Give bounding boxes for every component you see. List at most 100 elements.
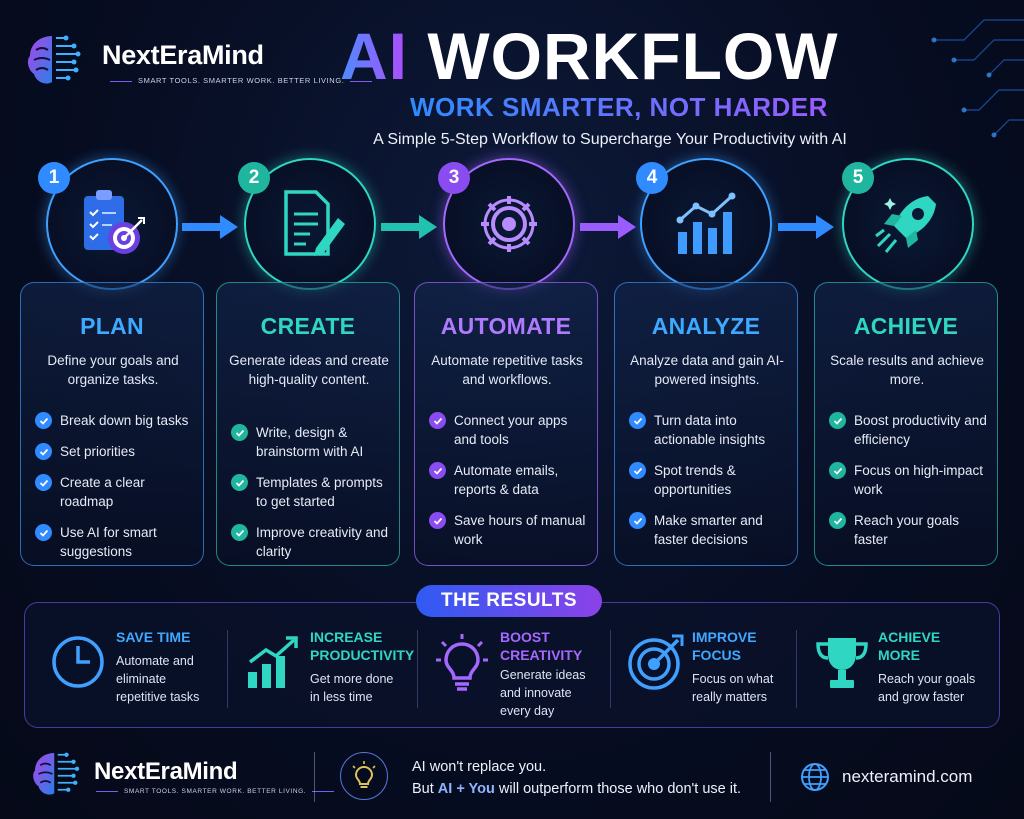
check-icon: [231, 474, 248, 491]
divider: [770, 752, 771, 802]
step-4-number: 4: [636, 162, 668, 194]
step-card-plan: PLAN Define your goals and organize task…: [20, 282, 204, 566]
circuit-decoration-icon: [931, 19, 1024, 138]
check-icon: [231, 424, 248, 441]
step-1-number: 1: [38, 162, 70, 194]
divider: [227, 630, 228, 708]
list-item: Spot trends & opportunities: [629, 461, 793, 499]
bar-chart-icon: [676, 192, 736, 254]
brand-name: NextEraMind: [102, 40, 264, 70]
page-subtitle: WORK SMARTER, NOT HARDER: [410, 92, 830, 123]
divider: [796, 630, 797, 708]
gear-icon: [481, 196, 537, 252]
list-item: Break down big tasks: [35, 411, 199, 430]
brand-tagline: SMART TOOLS. SMARTER WORK. BETTER LIVING…: [90, 788, 340, 795]
card-description: Scale results and achieve more.: [830, 353, 984, 387]
step-5-number: 5: [842, 162, 874, 194]
list-item: Templates & prompts to get started: [231, 473, 395, 511]
result-title: INCREASE PRODUCTIVITY: [310, 629, 415, 663]
check-icon: [35, 524, 52, 541]
growth-chart-icon: [248, 636, 298, 688]
quote-highlight: AI + You: [437, 781, 495, 797]
step-3-circle: [443, 158, 575, 290]
result-achieve-more: ACHIEVE MORE Reach your goals and grow f…: [812, 624, 992, 720]
list-item: Boost productivity and efficiency: [829, 411, 993, 449]
divider: [417, 630, 418, 708]
clock-icon: [52, 636, 104, 688]
check-icon: [829, 512, 846, 529]
divider: [314, 752, 315, 802]
trophy-icon: [816, 638, 868, 688]
result-improve-focus: IMPROVE FOCUS Focus on what really matte…: [626, 624, 796, 720]
result-description: Get more done in less time: [310, 672, 394, 704]
check-icon: [35, 443, 52, 460]
website-link[interactable]: nexteramind.com: [842, 767, 973, 786]
check-icon: [429, 412, 446, 429]
check-icon: [829, 412, 846, 429]
brand-tagline: SMART TOOLS. SMARTER WORK. BETTER LIVING…: [104, 76, 378, 85]
step-3-number: 3: [438, 162, 470, 194]
card-description: Define your goals and organize tasks.: [47, 353, 179, 387]
result-save-time: SAVE TIME Automate and eliminate repetit…: [50, 624, 226, 720]
brain-circuit-icon: [33, 752, 80, 795]
arrow-right-icon: [182, 215, 238, 239]
result-description: Generate ideas and innovate every day: [500, 668, 586, 718]
results-label: THE RESULTS: [416, 585, 602, 617]
step-card-achieve: ACHIEVE Scale results and achieve more. …: [814, 282, 998, 566]
title-ai: AI: [340, 19, 408, 93]
list-item: Create a clear roadmap: [35, 473, 199, 511]
list-item: Make smarter and faster decisions: [629, 511, 793, 549]
list-item: Connect your apps and tools: [429, 411, 593, 449]
check-icon: [829, 462, 846, 479]
check-icon: [231, 524, 248, 541]
lightbulb-icon: [436, 634, 488, 691]
card-description: Automate repetitive tasks and workflows.: [431, 353, 583, 387]
check-icon: [629, 412, 646, 429]
result-title: ACHIEVE MORE: [878, 629, 941, 663]
list-item: Use AI for smart suggestions: [35, 523, 199, 561]
footer-quote-line2: But AI + You will outperform those who d…: [412, 781, 742, 797]
list-item: Turn data into actionable insights: [629, 411, 793, 449]
footer-bulb-badge: [340, 752, 388, 800]
footer-brand-logo: NextEraMind SMART TOOLS. SMARTER WORK. B…: [28, 746, 306, 806]
result-description: Focus on what really matters: [692, 672, 774, 704]
check-icon: [429, 512, 446, 529]
step-card-analyze: ANALYZE Analyze data and gain AI-powered…: [614, 282, 798, 566]
card-title: ACHIEVE: [853, 313, 959, 339]
list-item: Write, design & brainstorm with AI: [231, 423, 395, 461]
title-workflow: WORKFLOW: [427, 19, 839, 93]
arrow-right-icon: [580, 215, 636, 239]
check-icon: [629, 512, 646, 529]
result-title: IMPROVE FOCUS: [692, 629, 757, 663]
check-icon: [429, 462, 446, 479]
rocket-icon: [875, 196, 936, 253]
footer-quote-line1: AI won't replace you.: [412, 759, 547, 775]
card-title: PLAN: [80, 313, 144, 339]
brand-name: NextEraMind: [94, 758, 238, 785]
result-boost-creativity: BOOST CREATIVITY Generate ideas and inno…: [434, 624, 610, 720]
card-title: AUTOMATE: [440, 313, 572, 339]
result-title: BOOST CREATIVITY: [500, 629, 583, 663]
list-item: Save hours of manual work: [429, 511, 593, 549]
globe-icon: [801, 763, 829, 791]
brain-circuit-icon: [27, 35, 81, 84]
arrow-right-icon: [778, 215, 834, 239]
check-icon: [35, 412, 52, 429]
result-description: Reach your goals and grow faster: [878, 672, 976, 704]
card-title: CREATE: [260, 313, 356, 339]
step-5-circle: [842, 158, 974, 290]
list-item: Improve creativity and clarity: [231, 523, 395, 561]
document-pen-icon: [284, 190, 345, 256]
card-description: Analyze data and gain AI-powered insight…: [630, 353, 784, 387]
step-card-create: CREATE Generate ideas and create high-qu…: [216, 282, 400, 566]
card-title: ANALYZE: [651, 313, 761, 339]
result-increase-productivity: INCREASE PRODUCTIVITY Get more done in l…: [244, 624, 414, 720]
check-icon: [629, 462, 646, 479]
page-tagline: A Simple 5-Step Workflow to Supercharge …: [373, 131, 847, 148]
lightbulb-icon: [352, 761, 376, 788]
list-item: Set priorities: [35, 442, 199, 461]
divider: [610, 630, 611, 708]
list-item: Automate emails, reports & data: [429, 461, 593, 499]
brand-logo: NextEraMind SMART TOOLS. SMARTER WORK. B…: [22, 28, 344, 92]
list-item: Focus on high-impact work: [829, 461, 993, 499]
